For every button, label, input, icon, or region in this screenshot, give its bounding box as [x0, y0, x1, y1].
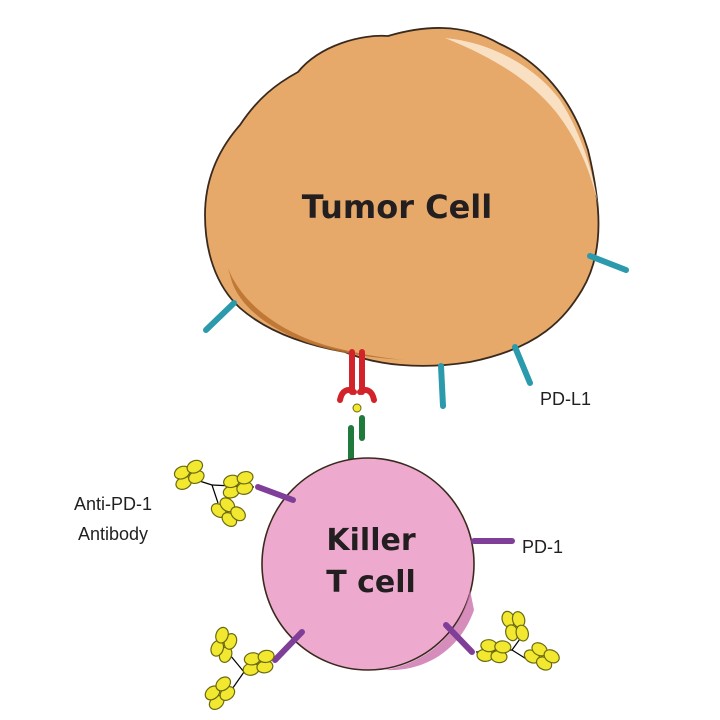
tumor-cell-label: Tumor Cell	[302, 188, 492, 226]
t-cell-shadow	[385, 590, 474, 671]
anti-pd-1-antibody	[475, 606, 563, 675]
pd-l1-receptor	[587, 253, 629, 273]
tumor-cell-body	[204, 27, 600, 367]
antibody-label-line1: Anti-PD-1	[74, 494, 152, 514]
t-cell-label-line2: T cell	[326, 565, 416, 600]
pd-1-receptors	[255, 484, 515, 663]
tumor-cell-shadow	[228, 268, 405, 360]
pd-l1-receptor	[512, 344, 533, 386]
pd-1-label: PD-1	[522, 537, 563, 557]
tumor-cell-highlight	[445, 38, 598, 205]
mhc-tcr-complex	[337, 349, 377, 471]
mhc-groove	[337, 387, 377, 403]
t-cell-label-line1: Killer	[326, 523, 415, 558]
tumor-cell: Tumor Cell	[204, 27, 600, 367]
pd-1-receptor	[255, 484, 296, 503]
pd-1-receptor	[443, 622, 475, 655]
pd-l1-receptor	[203, 300, 237, 333]
antibody-label-line2: Antibody	[78, 524, 148, 544]
t-cell-body	[261, 457, 475, 671]
pd-l1-receptor	[438, 363, 446, 409]
anti-pd-1-antibody	[169, 457, 258, 532]
pd-1-receptor	[272, 629, 305, 663]
antigen-peptide	[352, 403, 362, 413]
killer-t-cell: Killer T cell	[261, 457, 475, 671]
pd-l1-label: PD-L1	[540, 389, 591, 409]
pd-l1-receptors	[203, 253, 629, 409]
anti-pd-1-antibody	[199, 625, 278, 713]
